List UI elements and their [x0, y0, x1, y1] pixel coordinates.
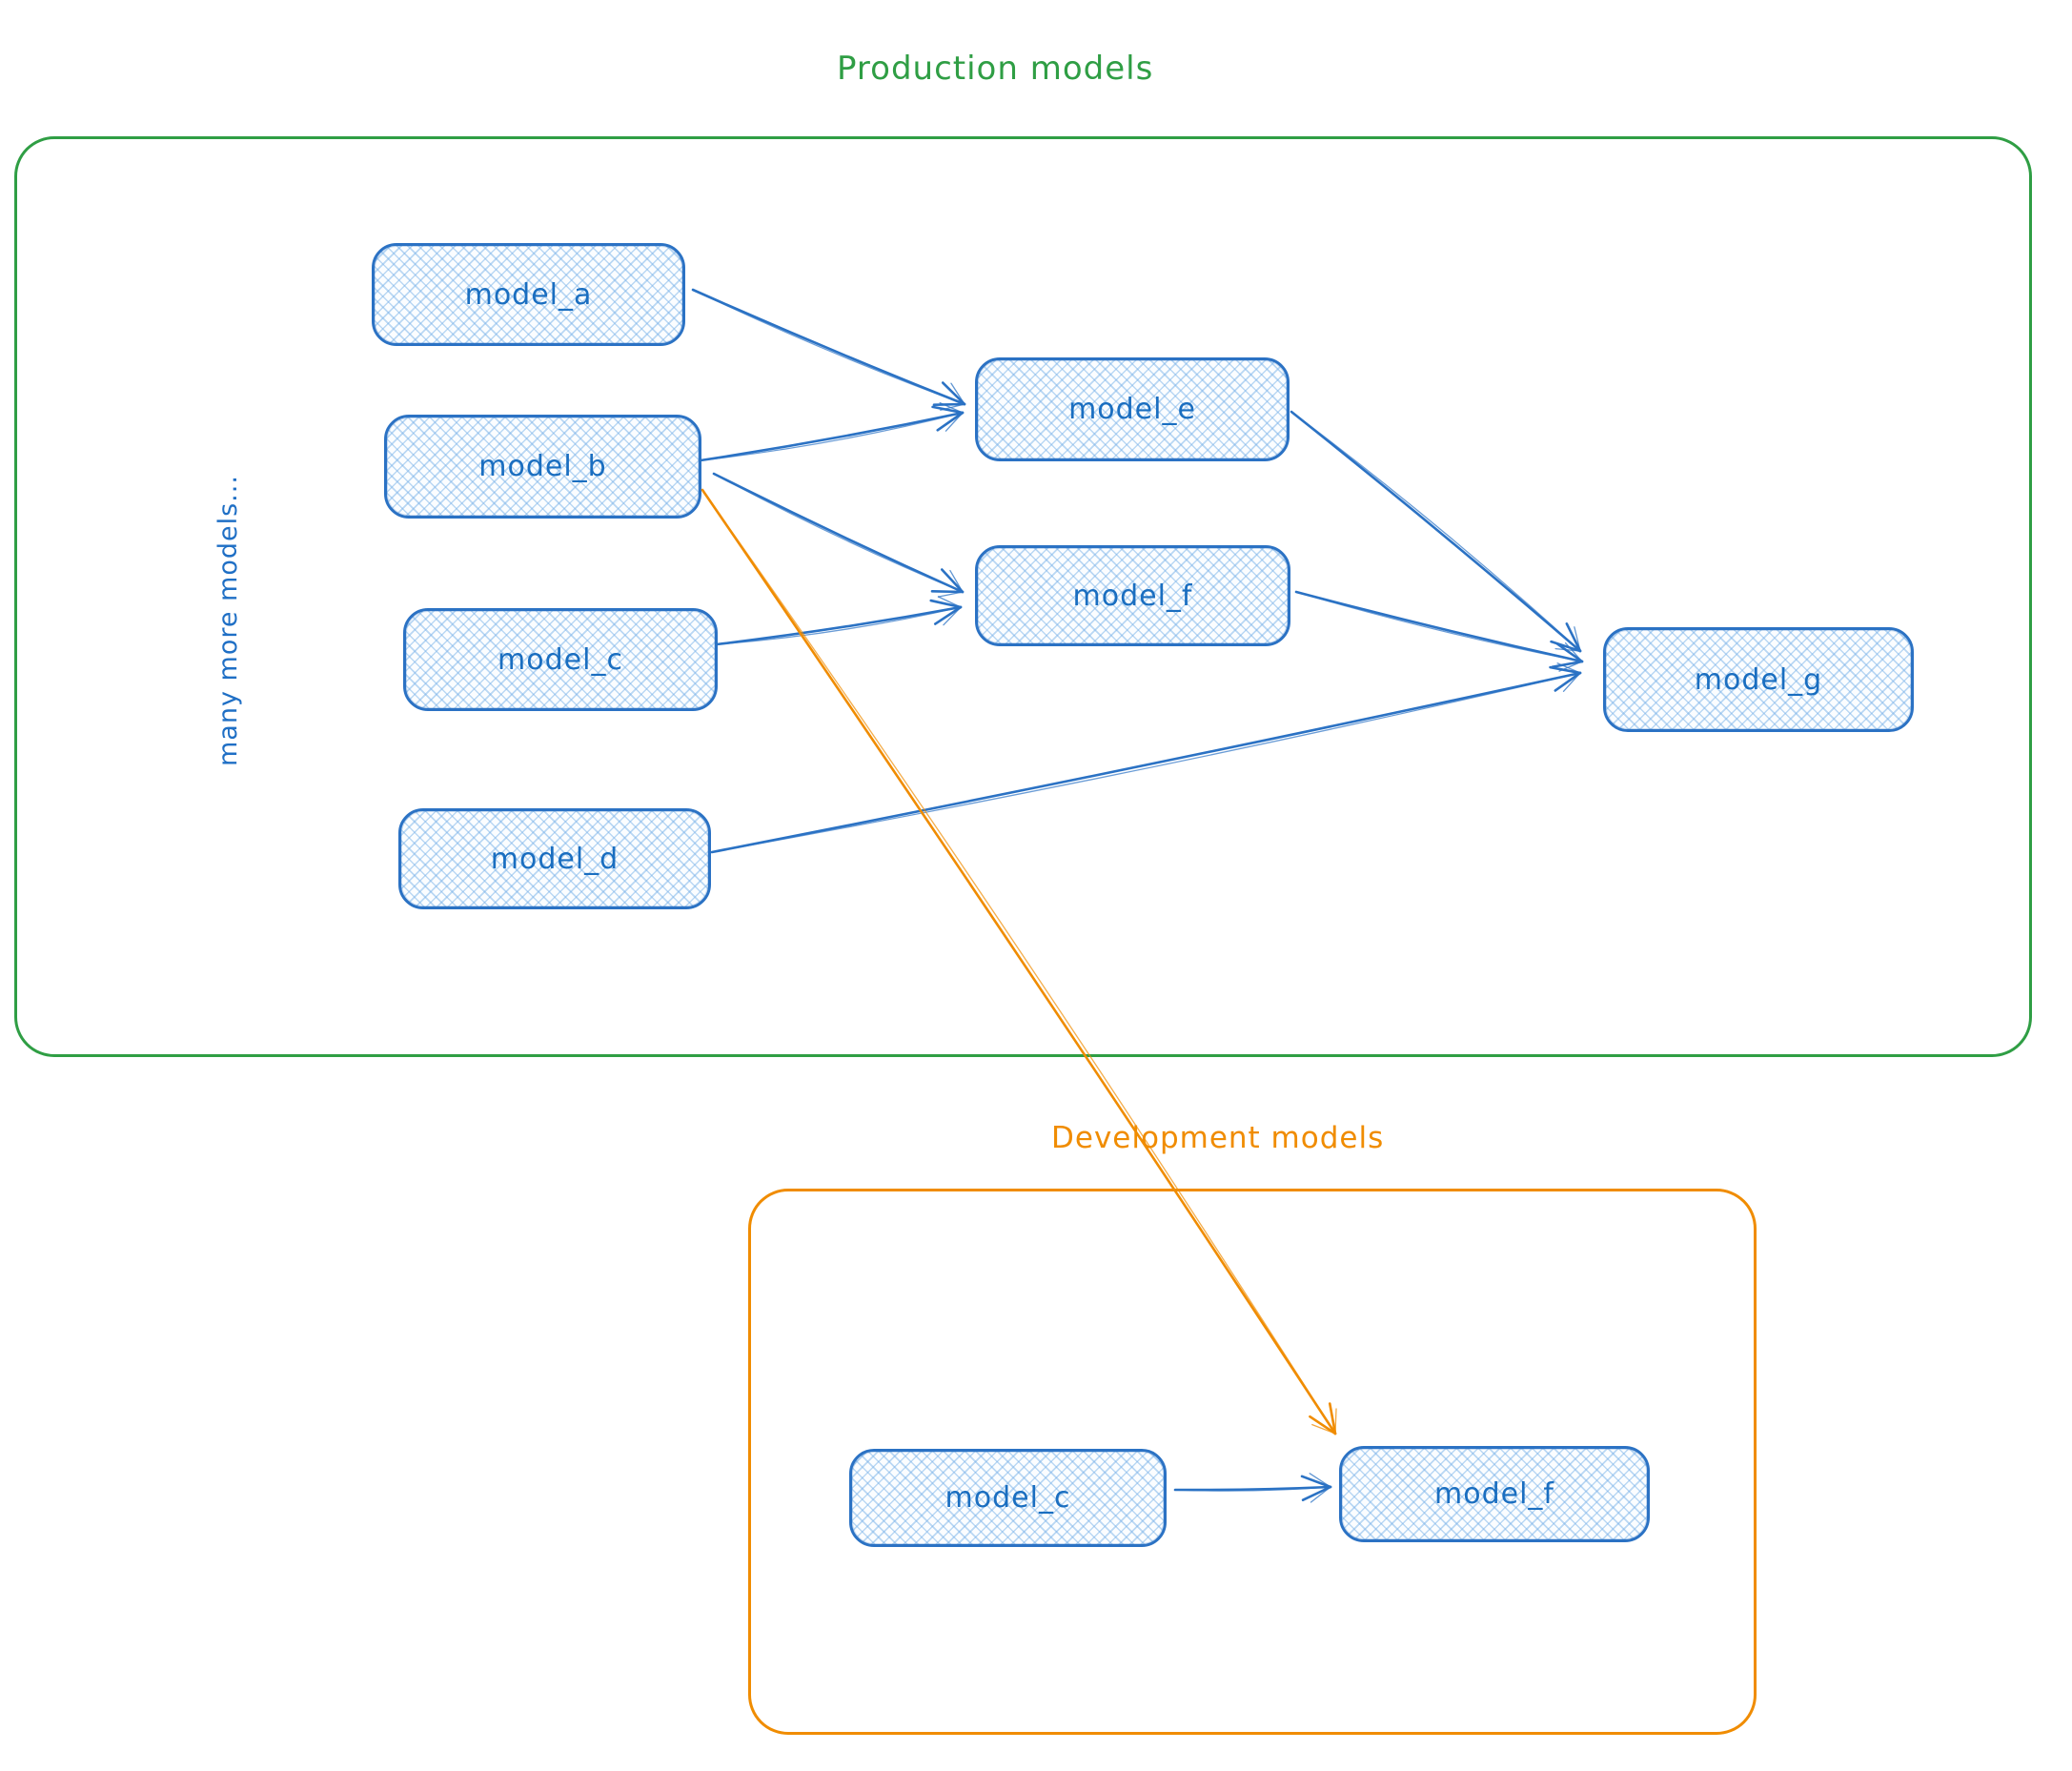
node-model-b-label: model_b [478, 450, 607, 483]
production-zone-title: Production models [837, 50, 1154, 88]
node-model-g-label: model_g [1694, 662, 1823, 697]
node-model-b: model_b [384, 415, 701, 519]
node-model-e-label: model_e [1068, 393, 1196, 426]
node-dev-model-c-label: model_c [945, 1481, 1071, 1515]
development-zone-title: Development models [1051, 1121, 1385, 1155]
node-model-d: model_d [398, 808, 711, 909]
many-more-models-note: many more models... [213, 475, 243, 766]
node-model-g: model_g [1603, 627, 1914, 732]
node-dev-model-f: model_f [1339, 1446, 1650, 1542]
node-model-a: model_a [372, 243, 685, 346]
node-model-c-label: model_c [498, 642, 623, 677]
node-dev-model-c: model_c [849, 1449, 1167, 1547]
node-model-c: model_c [403, 608, 718, 711]
node-model-d-label: model_d [490, 842, 620, 876]
node-model-e: model_e [975, 357, 1290, 461]
node-model-f: model_f [975, 545, 1290, 646]
node-dev-model-f-label: model_f [1434, 1477, 1554, 1511]
node-model-f-label: model_f [1072, 579, 1193, 613]
node-model-a-label: model_a [464, 277, 593, 312]
